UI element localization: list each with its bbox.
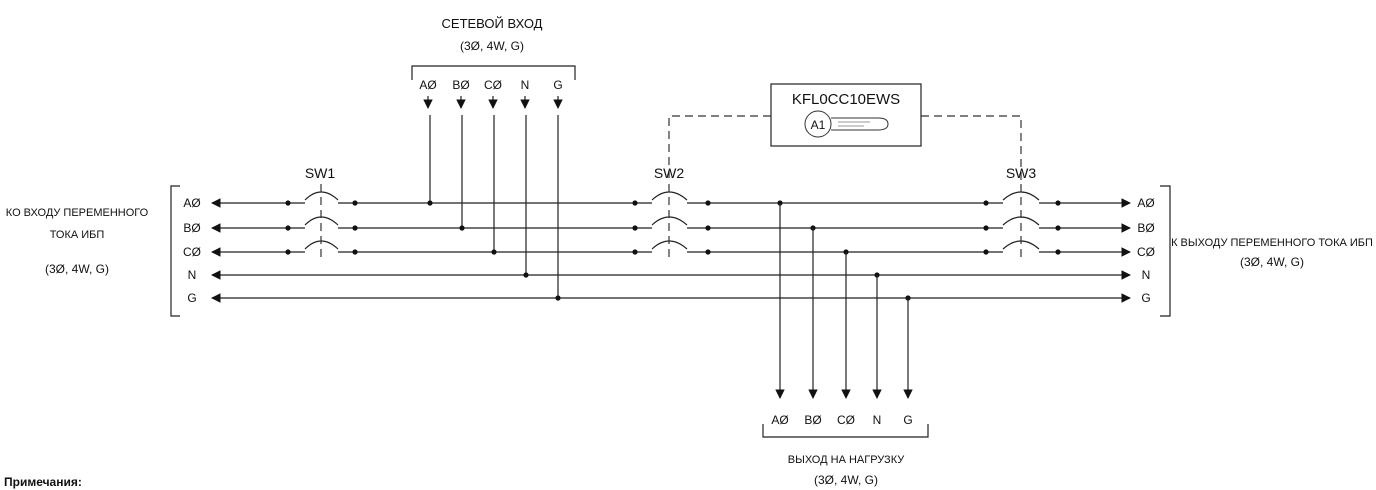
left-terminal-b: BØ bbox=[183, 221, 200, 235]
interlock-model: KFL0CC10EWS bbox=[792, 91, 900, 108]
mains-terminal-a: AØ bbox=[419, 78, 436, 92]
right-terminal-a: AØ bbox=[1137, 196, 1154, 210]
load-terminal-a: AØ bbox=[771, 413, 788, 427]
sw1-label: SW1 bbox=[305, 165, 336, 181]
notes-label: Примечания: bbox=[4, 475, 82, 489]
load-output-bracket bbox=[762, 424, 929, 438]
mains-terminal-g: G bbox=[553, 78, 562, 92]
ups-input-title-line2: ТОКА ИБП bbox=[50, 229, 105, 241]
right-terminal-g: G bbox=[1141, 291, 1150, 305]
ups-input-spec: (3Ø, 4W, G) bbox=[45, 262, 109, 276]
left-terminal-c: CØ bbox=[183, 245, 201, 259]
load-output-spec: (3Ø, 4W, G) bbox=[814, 473, 878, 487]
sw2-label: SW2 bbox=[654, 165, 685, 181]
interlock-link-left bbox=[668, 115, 771, 180]
sw1-switch bbox=[290, 184, 353, 262]
left-terminal-a: AØ bbox=[183, 196, 200, 210]
sw2-switch bbox=[637, 184, 707, 262]
load-terminal-g: G bbox=[903, 413, 912, 427]
ups-output-bracket bbox=[1160, 185, 1171, 317]
mains-input-bracket bbox=[411, 65, 576, 80]
right-terminal-n: N bbox=[1142, 268, 1151, 282]
interlock-key: A1 bbox=[811, 118, 826, 132]
ups-input-title-line1: КО ВХОДУ ПЕРЕМЕННОГО bbox=[6, 207, 149, 219]
mains-input-conductors bbox=[423, 96, 563, 298]
load-output-title: ВЫХОД НА НАГРУЗКУ bbox=[788, 454, 905, 466]
load-output-conductors bbox=[775, 203, 913, 399]
ups-output-spec: (3Ø, 4W, G) bbox=[1240, 255, 1304, 269]
mains-input-title: СЕТЕВОЙ ВХОД bbox=[442, 16, 543, 31]
interlock-box bbox=[770, 83, 922, 147]
left-terminal-g: G bbox=[187, 291, 196, 305]
right-terminal-b: BØ bbox=[1137, 221, 1154, 235]
sw3-label: SW3 bbox=[1006, 165, 1037, 181]
junction-dots bbox=[285, 200, 1061, 301]
mains-terminal-n: N bbox=[521, 78, 530, 92]
key-icon bbox=[804, 110, 889, 138]
load-terminal-n: N bbox=[873, 413, 882, 427]
load-terminal-c: CØ bbox=[837, 413, 855, 427]
mains-terminal-c: CØ bbox=[484, 78, 502, 92]
mains-terminal-b: BØ bbox=[452, 78, 469, 92]
ups-input-bracket bbox=[170, 185, 180, 317]
mains-input-spec: (3Ø, 4W, G) bbox=[460, 39, 524, 53]
interlock-link-right bbox=[921, 115, 1022, 180]
left-terminal-n: N bbox=[188, 268, 197, 282]
phase-buses bbox=[211, 198, 1131, 257]
ups-output-title: К ВЫХОДУ ПЕРЕМЕННОГО ТОКА ИБП bbox=[1171, 237, 1373, 249]
sw3-switch bbox=[987, 184, 1056, 262]
right-terminal-c: CØ bbox=[1137, 245, 1155, 259]
load-terminal-b: BØ bbox=[804, 413, 821, 427]
